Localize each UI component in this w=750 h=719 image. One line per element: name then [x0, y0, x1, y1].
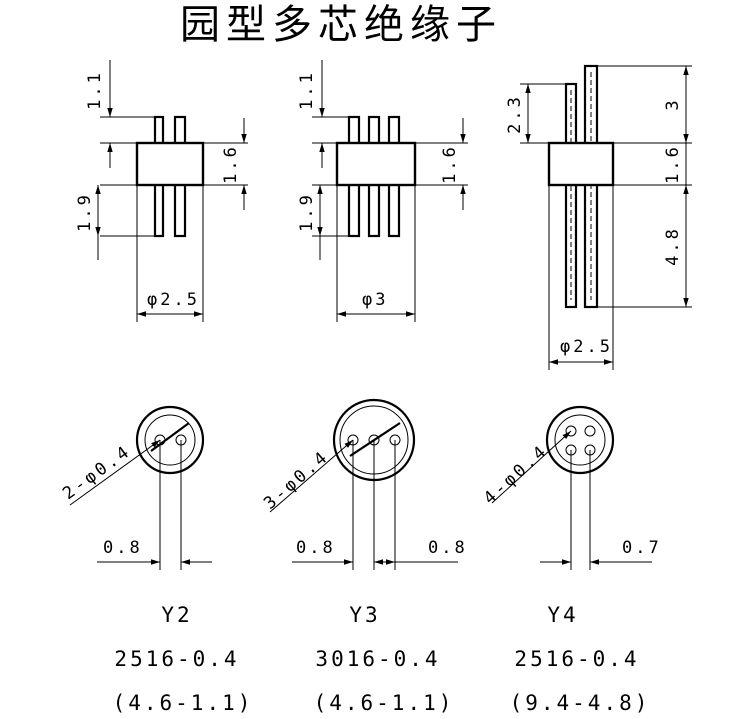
dim-top: 3	[663, 97, 683, 110]
y2-side-view: 1.1 1.9 1.6 φ2.5	[75, 60, 248, 322]
hole	[584, 425, 596, 437]
dim-bottom: 1.9	[75, 192, 95, 232]
part-code: 2516-0.4	[514, 647, 639, 671]
y3-bottom-view: 3-φ0.4 0.8 0.8	[260, 398, 468, 570]
insulator-body	[135, 141, 205, 187]
drawing-title: 园型多芯绝缘子	[180, 2, 502, 48]
y4-side-view: 2.3 3 1.6 4.8 φ2.5	[505, 64, 692, 370]
dim-top: 1.1	[85, 70, 105, 110]
dim-diameter: φ2.5	[147, 290, 200, 310]
part-labels: Y2 2516-0.4 (4.6-1.1) Y3 3016-0.4 (4.6-1…	[113, 603, 651, 715]
dim-holes: 3-φ0.4	[260, 447, 333, 514]
dim-pitch-right: 0.8	[428, 538, 468, 558]
part-code: 2516-0.4	[114, 647, 239, 671]
dim-top: 1.1	[297, 70, 317, 110]
dim-bottom: 4.8	[663, 226, 683, 266]
dim-body: 1.6	[440, 144, 460, 184]
part-label: Y4	[547, 603, 578, 627]
part-spec: (9.4-4.8)	[510, 691, 651, 715]
dim-holes: 4-φ0.4	[480, 441, 552, 509]
dim-pitch-left: 0.8	[103, 538, 143, 558]
dim-bottom: 1.9	[297, 192, 317, 232]
dim-top-short: 2.3	[505, 94, 525, 134]
dim-pitch-right: 0.7	[622, 538, 662, 558]
dim-diameter: φ2.5	[560, 337, 613, 357]
part-code: 3016-0.4	[315, 647, 440, 671]
insulator-body	[547, 141, 615, 187]
dim-body: 1.6	[663, 144, 683, 184]
y4-bottom-view: 4-φ0.4 0.7	[480, 405, 662, 570]
part-spec: (4.6-1.1)	[113, 691, 254, 715]
y2-bottom-view: 2-φ0.4 0.8	[59, 405, 212, 570]
part-label: Y3	[349, 603, 380, 627]
dim-pitch-left: 0.8	[296, 538, 336, 558]
insulator-body	[335, 141, 417, 187]
dim-diameter: φ3	[362, 290, 388, 310]
y3-side-view: 1.1 1.9 1.6 φ3	[297, 60, 468, 322]
part-label: Y2	[161, 603, 192, 627]
part-spec: (4.6-1.1)	[314, 691, 455, 715]
dim-holes: 2-φ0.4	[59, 441, 135, 504]
dim-body: 1.6	[221, 144, 241, 184]
